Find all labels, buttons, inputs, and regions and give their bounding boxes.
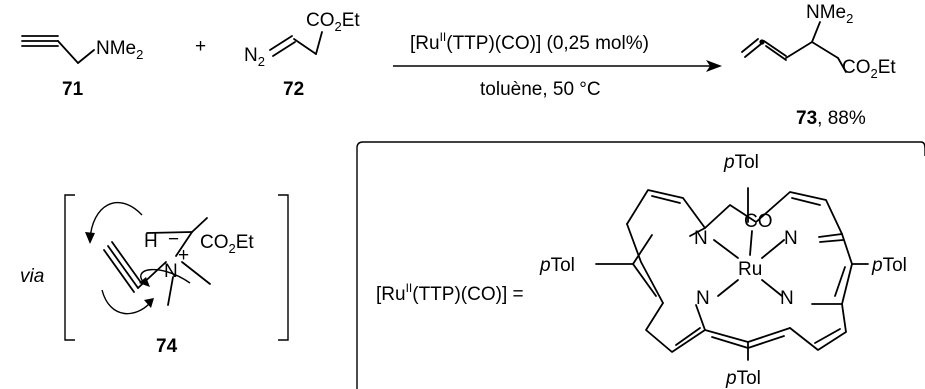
reaction-arrow: [RuII(TTP)(CO)] (0,25 mol%) toluène, 50 …	[393, 30, 722, 100]
solvent-condition: toluène, 50 °C	[480, 79, 601, 100]
catalyst-lhs: [RuII(TTP)(CO)] =	[376, 281, 524, 305]
ammonium-n: N	[164, 261, 178, 282]
compound-label-71: 71	[62, 79, 84, 100]
arrow-head	[706, 60, 722, 72]
catalyst-definition-box: [RuII(TTP)(CO)] =	[356, 141, 925, 389]
catalyst-condition: [RuII(TTP)(CO)] (0,25 mol%)	[410, 30, 649, 54]
carbonyl-ligand: CO	[744, 211, 773, 232]
ammonium-charge: +	[178, 245, 189, 266]
h-atom: H	[144, 231, 158, 252]
aryl-left: pTol	[539, 255, 575, 276]
plus-sign: +	[195, 36, 206, 57]
curved-arrow-1	[89, 202, 143, 241]
box-outline	[356, 141, 925, 389]
pyrrole-n-bottom-right: N	[780, 288, 794, 309]
porphyrin-ring	[595, 187, 869, 361]
aryl-bottom: pTol	[725, 368, 761, 389]
pyrrole-n-top-left: N	[694, 228, 708, 249]
pyrrole-n-bottom-left: N	[696, 288, 710, 309]
aryl-top: pTol	[723, 152, 759, 173]
diazo-group: N2	[244, 45, 265, 69]
aryl-right: pTol	[871, 255, 907, 276]
compound-label-73: 73, 88%	[796, 108, 866, 129]
curved-arrow-3	[101, 289, 151, 315]
compound-73: NMe2 CO2Et 73, 88%	[741, 2, 896, 129]
amine-group: NMe2	[96, 38, 143, 62]
bracket-right	[278, 194, 289, 341]
curved-arrow-2	[140, 269, 191, 286]
ester-group-74: CO2Et	[200, 232, 254, 256]
bracket-left	[64, 194, 75, 341]
amine-group-73: NMe2	[806, 2, 853, 26]
ruthenium-center: Ru	[738, 259, 762, 280]
compound-71: NMe2 71	[21, 35, 143, 100]
ester-group-73: CO2Et	[842, 57, 896, 81]
compound-72: N2 CO2Et 72	[244, 10, 360, 100]
ester-group-72: CO2Et	[306, 10, 360, 34]
compound-label-74: 74	[156, 336, 178, 357]
carbanion-charge: −	[168, 229, 179, 250]
via-label: via	[20, 266, 44, 287]
compound-label-72: 72	[283, 79, 304, 100]
pyrrole-n-top-right: N	[784, 228, 798, 249]
intermediate-74: via H − CO2Et N + 74	[20, 194, 289, 357]
